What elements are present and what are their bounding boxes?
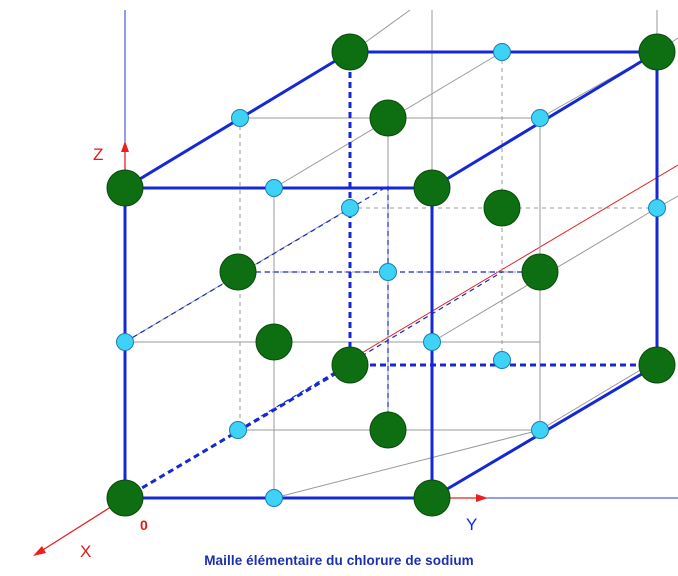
small-ion bbox=[648, 199, 666, 217]
y-axis-arrowhead bbox=[476, 494, 488, 502]
small-ion bbox=[493, 43, 511, 61]
large-ion bbox=[638, 346, 676, 384]
lattice-grid-dashed bbox=[239, 52, 657, 430]
x-axis-arrowhead bbox=[33, 546, 46, 556]
small-ions-layer bbox=[116, 43, 666, 507]
small-ion bbox=[493, 351, 511, 369]
large-ion bbox=[331, 346, 369, 384]
large-ions-layer bbox=[106, 33, 676, 517]
large-ion bbox=[483, 189, 521, 227]
large-ion bbox=[255, 323, 293, 361]
large-ion bbox=[413, 169, 451, 207]
small-ion bbox=[265, 179, 283, 197]
small-ion bbox=[116, 333, 134, 351]
small-ion bbox=[265, 489, 283, 507]
z-axis-arrowhead bbox=[121, 141, 129, 152]
origin-label: 0 bbox=[140, 517, 148, 533]
large-ion bbox=[638, 33, 676, 71]
z-axis-label: Z bbox=[93, 145, 103, 164]
x-axis-label: X bbox=[80, 542, 91, 561]
small-ion bbox=[379, 263, 397, 281]
large-ion bbox=[219, 253, 257, 291]
small-ion bbox=[531, 109, 549, 127]
large-ion bbox=[369, 99, 407, 137]
interior-dashed-lines bbox=[124, 185, 540, 431]
small-ion bbox=[231, 109, 249, 127]
diagonal-red-line bbox=[349, 164, 678, 361]
large-ion bbox=[413, 479, 451, 517]
large-ion bbox=[369, 411, 407, 449]
small-ion bbox=[229, 421, 247, 439]
small-ion bbox=[341, 199, 359, 217]
coordinate-axes bbox=[33, 10, 678, 556]
large-ion bbox=[331, 33, 369, 71]
large-ion bbox=[106, 169, 144, 207]
large-ion bbox=[106, 479, 144, 517]
y-axis-label: Y bbox=[466, 515, 477, 534]
small-ion bbox=[423, 333, 441, 351]
large-ion bbox=[521, 253, 559, 291]
diagram-caption: Maille élémentaire du chlorure de sodium bbox=[204, 553, 474, 568]
small-ion bbox=[531, 421, 549, 439]
